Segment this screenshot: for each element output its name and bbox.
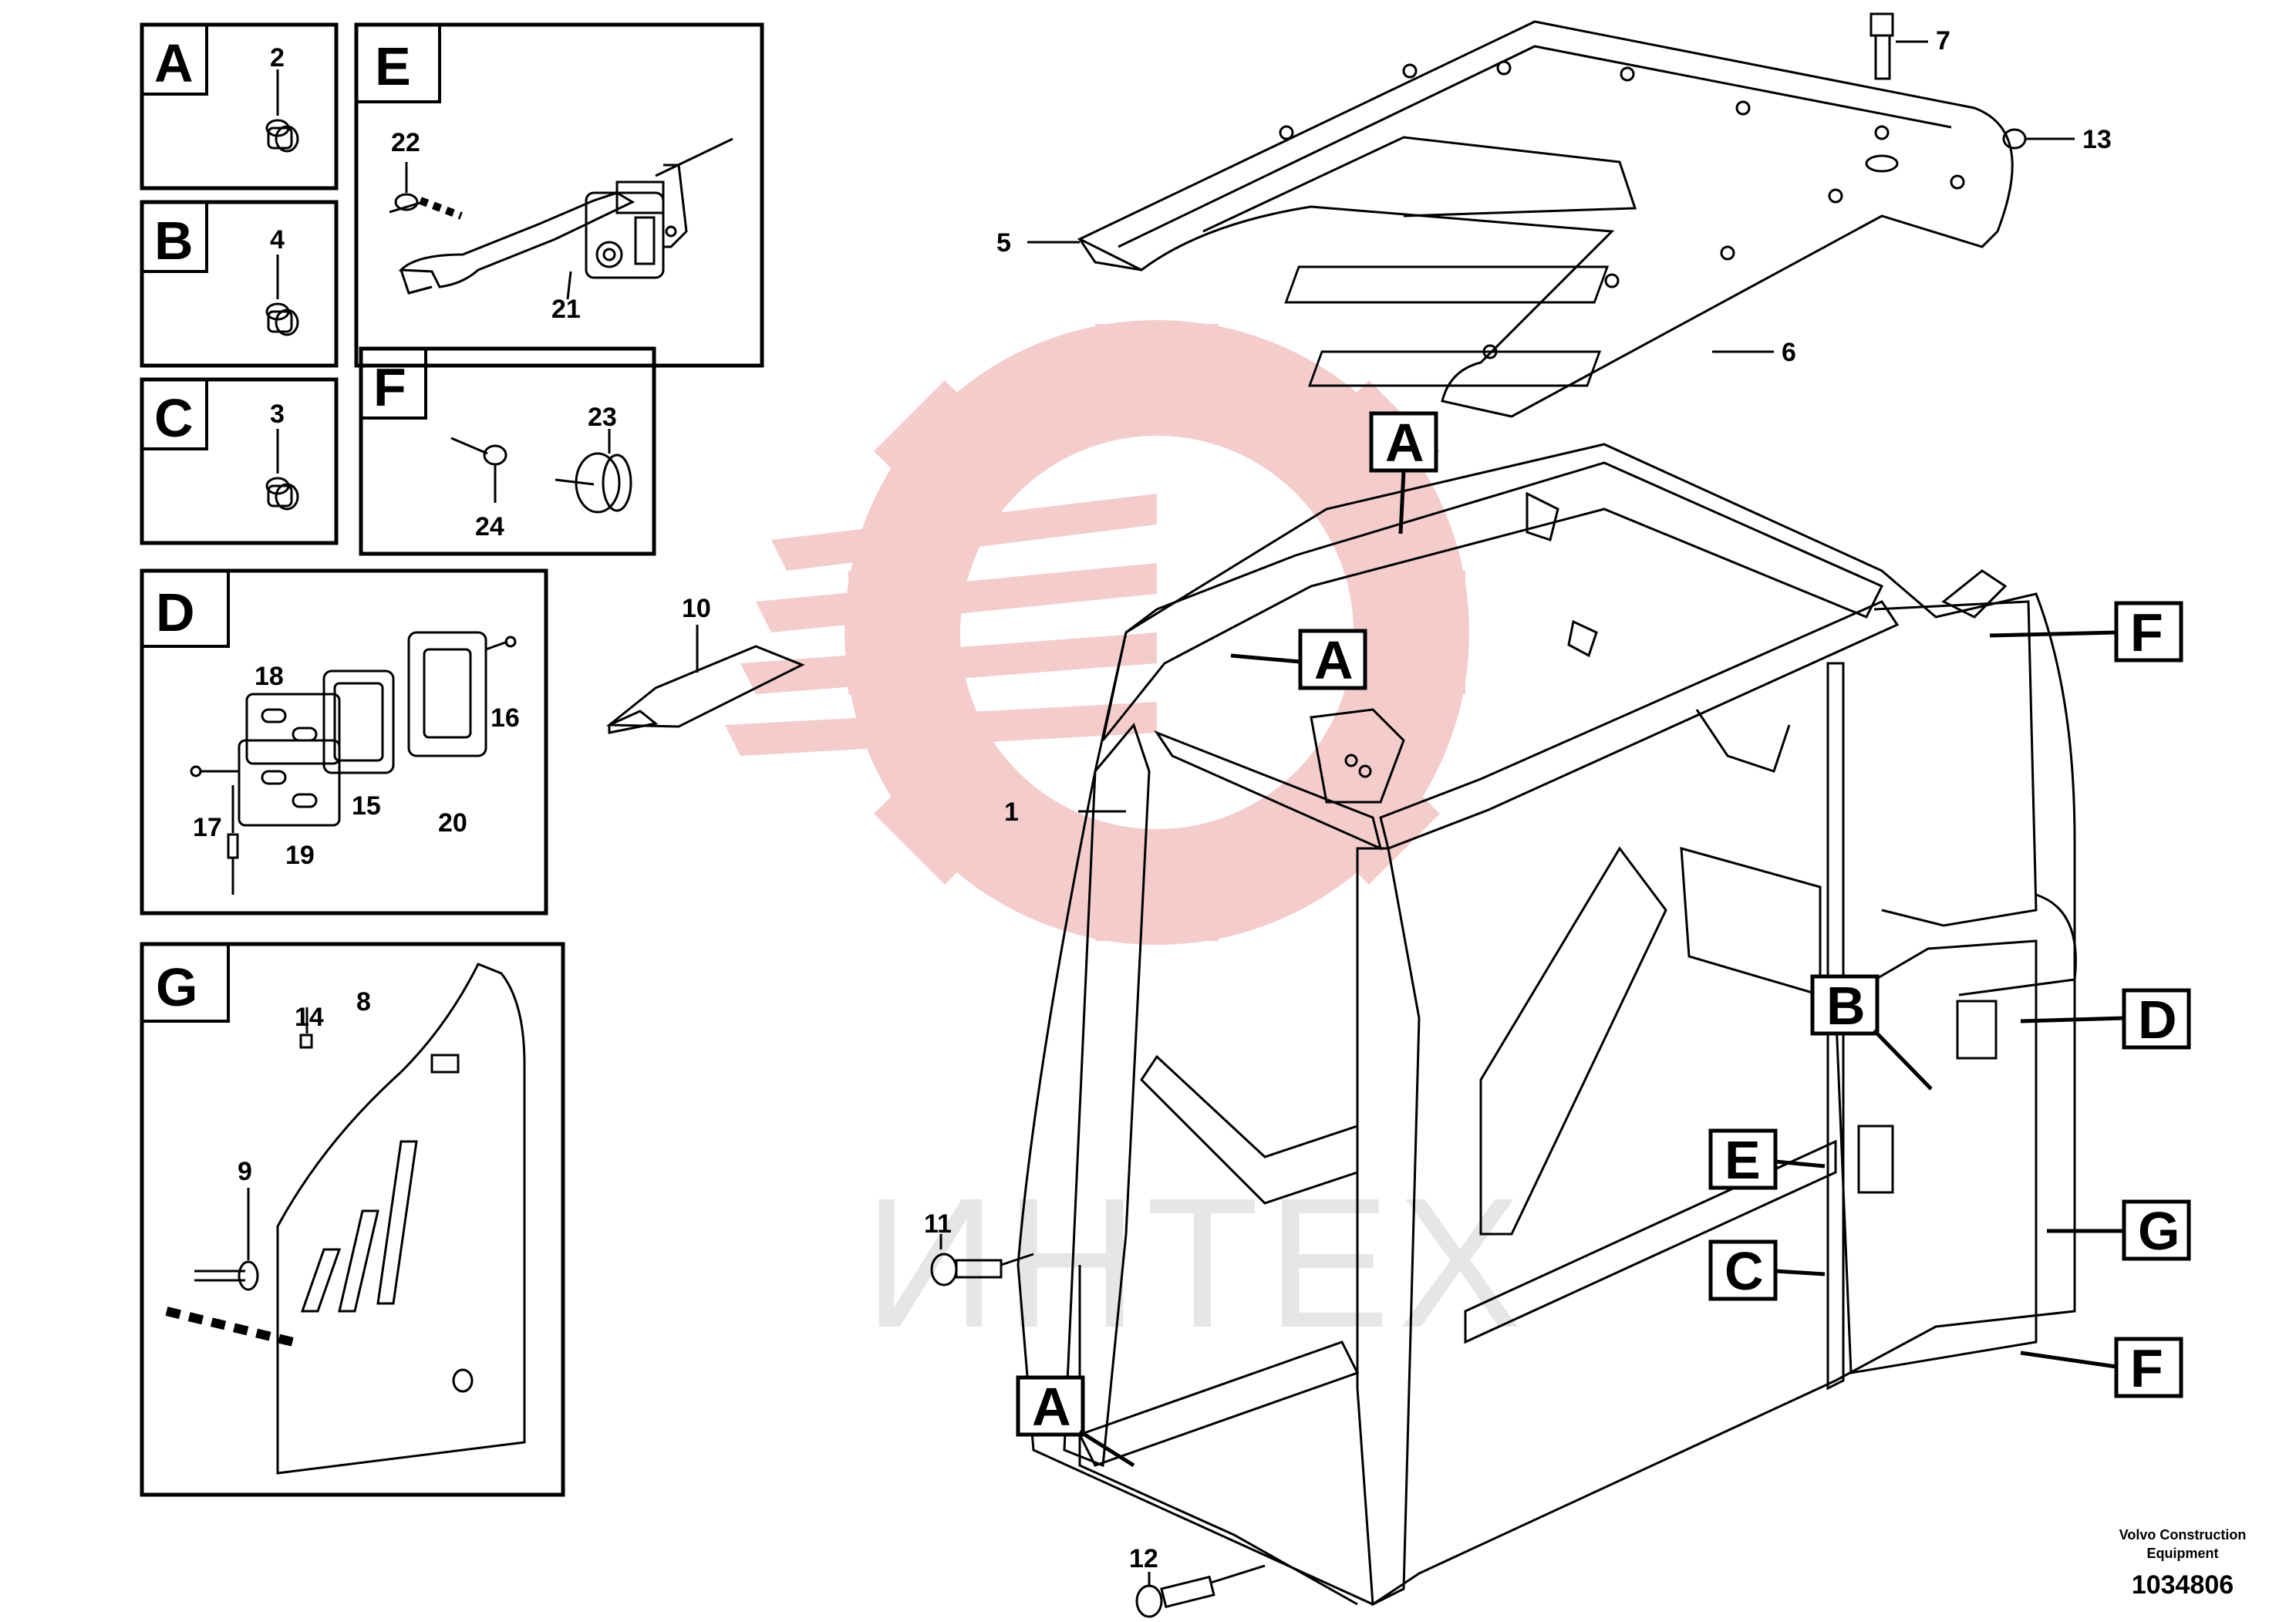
callout-3: 3 [270,400,285,429]
rivet-nut-2-icon [265,69,299,153]
callout-23: 23 [588,403,617,432]
frame-box-a-low: A [1016,1375,1135,1468]
frame-box-b: B [1810,974,1933,1091]
frame-box-d: D [2020,988,2191,1050]
callout-17: 17 [193,813,222,842]
inset-b [140,200,339,368]
callout-19: 19 [285,841,315,870]
roof-panel-5 [1077,20,2014,418]
callout-14: 14 [295,1003,324,1032]
callout-4: 4 [270,225,285,255]
inset-c [140,377,339,545]
callout-21: 21 [551,295,581,324]
callout-10: 10 [682,594,711,623]
frame-letter-a-mid: A [1314,630,1354,690]
inset-letter-b: B [154,211,194,271]
frame-box-f-bottom: F [2020,1337,2183,1398]
inset-letter-d: D [156,582,195,642]
inset-g [140,942,565,1497]
callout-5: 5 [996,228,1011,258]
bolt-7-icon [1870,12,1928,80]
watermark: ИНТЕХ [725,320,1529,1366]
frame-letter-f-top: F [2130,602,2163,663]
inset-letter-c: C [154,388,194,448]
frame-letter-d: D [2138,990,2177,1050]
inset-letter-e: E [375,36,411,96]
callout-9: 9 [238,1157,252,1186]
frame-letter-c: C [1725,1241,1764,1301]
callout-22: 22 [391,128,420,157]
striker-plate-icon [190,631,517,895]
callout-1: 1 [1004,798,1019,827]
frame-box-a-mid: A [1230,629,1367,690]
cab-frame-1 [1017,443,2077,1607]
bolt-12-icon [1135,1564,1266,1618]
frame-letter-a-low: A [1032,1377,1071,1437]
sealant-tube-10-icon [605,625,805,734]
callout-6: 6 [1782,338,1796,367]
callout-2: 2 [270,43,285,73]
frame-letter-b: B [1826,976,1866,1036]
frame-box-a-top: A [1369,411,1438,534]
callout-20: 20 [438,808,467,838]
watermark-gear [725,320,1469,945]
bolt-11-icon [930,1234,1034,1286]
nut-13-icon [2002,128,2075,150]
callout-13: 13 [2082,125,2112,154]
door-latch-icon [398,137,733,300]
inset-letter-f: F [373,357,406,417]
bolt-9-icon [165,1188,295,1347]
inset-a [140,22,339,191]
frame-box-f-top: F [1989,601,2183,663]
callout-12: 12 [1129,1544,1158,1573]
rivet-nut-4-icon [265,255,299,336]
frame-box-e: E [1708,1128,1826,1190]
inset-d [140,568,548,916]
nut-22-icon [389,162,423,214]
callout-24: 24 [475,512,504,541]
frame-box-g: G [2047,1199,2191,1261]
callout-15: 15 [352,791,381,821]
inset-letter-g: G [156,957,197,1017]
inset-f [359,346,656,556]
footer-line-2: Equipment [2147,1546,2219,1561]
footer-code: 1034806 [2132,1570,2234,1600]
frame-letter-f-bottom: F [2130,1338,2163,1398]
callout-11: 11 [924,1209,952,1239]
inset-letter-a: A [154,33,194,93]
frame-box-c: C [1708,1239,1826,1301]
rivet-nut-3-icon [265,429,299,511]
watermark-text: ИНТЕХ [864,1159,1529,1366]
callout-18: 18 [255,662,284,691]
callout-8: 8 [356,987,371,1017]
callout-7: 7 [1936,26,1950,56]
footer-line-1: Volvo Construction [2119,1527,2247,1543]
knob-23-icon [450,429,632,514]
callout-16: 16 [491,703,520,733]
side-panel-8-icon [276,963,526,1475]
inset-e [354,22,764,368]
frame-letter-a-top: A [1385,413,1424,473]
frame-letter-e: E [1725,1130,1761,1190]
frame-letter-g: G [2138,1201,2180,1261]
